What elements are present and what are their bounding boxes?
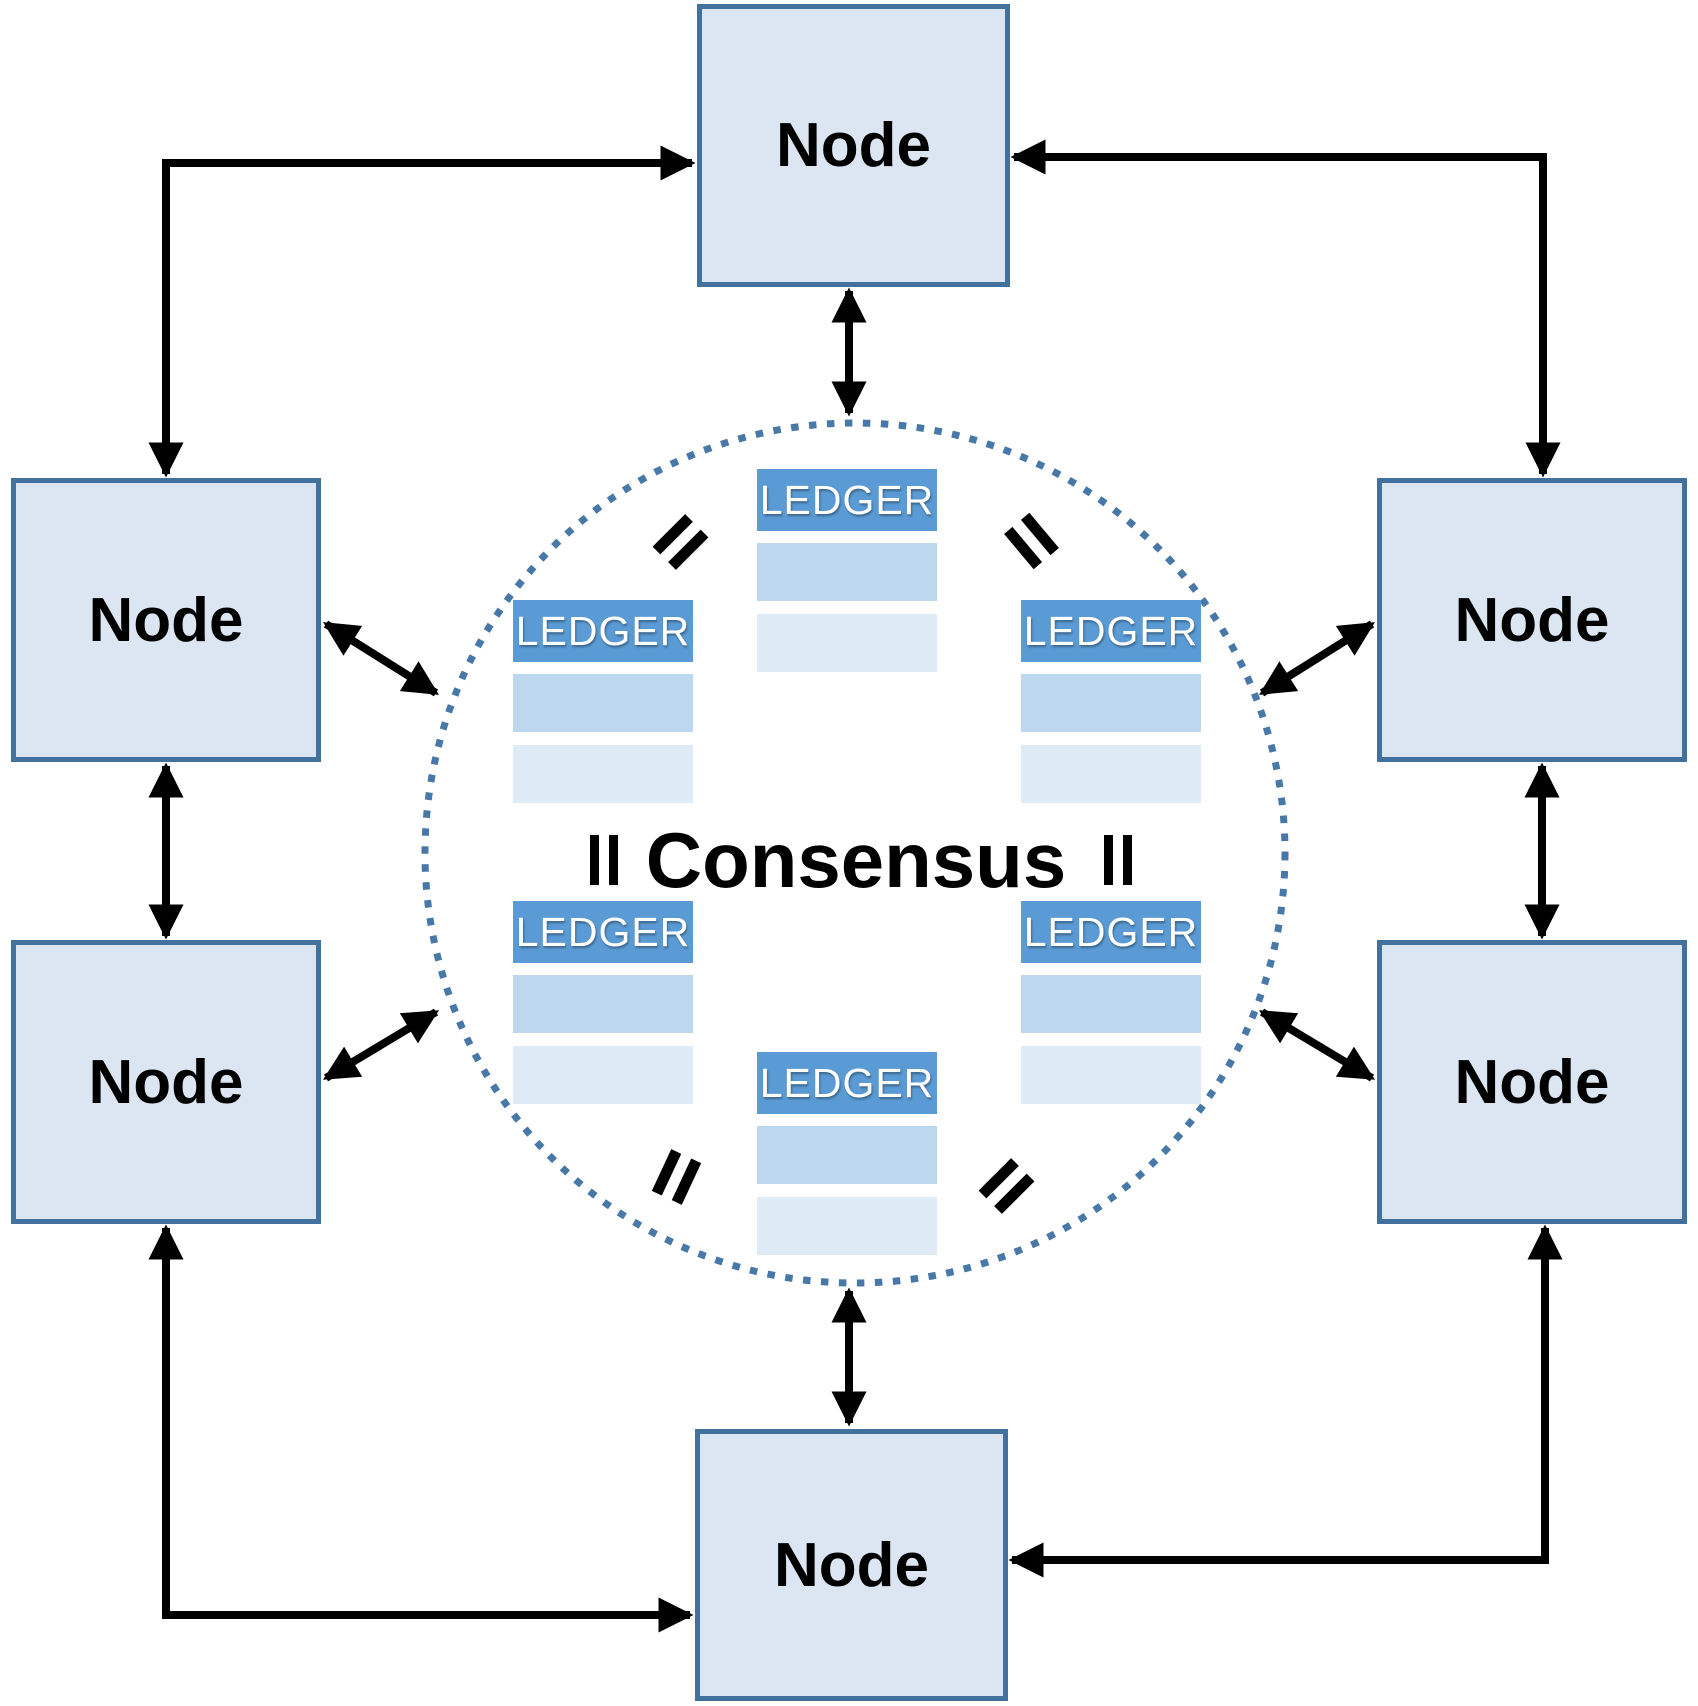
node-label: Node [774, 1530, 929, 1600]
ledger-row [757, 1197, 937, 1255]
ledger-row [1021, 975, 1201, 1033]
ledger-upper-right: LEDGER [1021, 600, 1201, 803]
node-lower-left: Node [11, 940, 321, 1224]
ledger-lower-left: LEDGER [513, 901, 693, 1104]
ledger-header: LEDGER [757, 469, 937, 531]
arrow-lower-left-node-circle [322, 1008, 440, 1082]
node-label: Node [88, 1047, 244, 1117]
ledger-row [757, 614, 937, 672]
ledger-header: LEDGER [1021, 600, 1201, 662]
consensus-circle [421, 419, 1289, 1287]
arrow-lower-right-node-circle [1258, 1008, 1376, 1082]
ledger-header: LEDGER [1021, 901, 1201, 963]
node-label: Node [1454, 585, 1610, 655]
ledger-upper-left: LEDGER [513, 600, 693, 803]
ledger-lower-right: LEDGER [1021, 901, 1201, 1104]
ledger-row [1021, 1046, 1201, 1104]
node-upper-left: Node [11, 478, 321, 762]
ledger-top: LEDGER [757, 469, 937, 672]
node-bottom: Node [695, 1429, 1008, 1701]
arrow-upper-left-node-circle [323, 620, 439, 697]
ledger-row [513, 745, 693, 803]
ledger-header: LEDGER [757, 1052, 937, 1114]
node-label: Node [1454, 1047, 1610, 1117]
node-label: Node [776, 111, 931, 180]
ledger-row [513, 674, 693, 732]
consensus-title: Consensus [645, 816, 1067, 904]
arrow-upper-right-to-top [1010, 139, 1561, 478]
arrow-upper-left-to-top [148, 145, 696, 478]
arrow-lower-right-to-bottom [1008, 1224, 1563, 1578]
ledger-row [757, 543, 937, 601]
ledger-header: LEDGER [513, 600, 693, 662]
arrow-lower-left-to-bottom [148, 1224, 694, 1633]
node-label: Node [88, 585, 244, 655]
ledger-bottom: LEDGER [757, 1052, 937, 1255]
ledger-row [513, 975, 693, 1033]
ledger-row [1021, 745, 1201, 803]
ledger-header: LEDGER [513, 901, 693, 963]
ledger-row [1021, 674, 1201, 732]
ledger-row [757, 1126, 937, 1184]
arrow-upper-right-node-circle [1259, 620, 1375, 697]
equals-icon-middle-right [1104, 835, 1132, 885]
node-lower-right: Node [1377, 940, 1687, 1224]
node-top: Node [697, 4, 1010, 287]
ledger-row [513, 1046, 693, 1104]
equals-icon-middle-left [590, 835, 618, 885]
node-upper-right: Node [1377, 478, 1687, 762]
